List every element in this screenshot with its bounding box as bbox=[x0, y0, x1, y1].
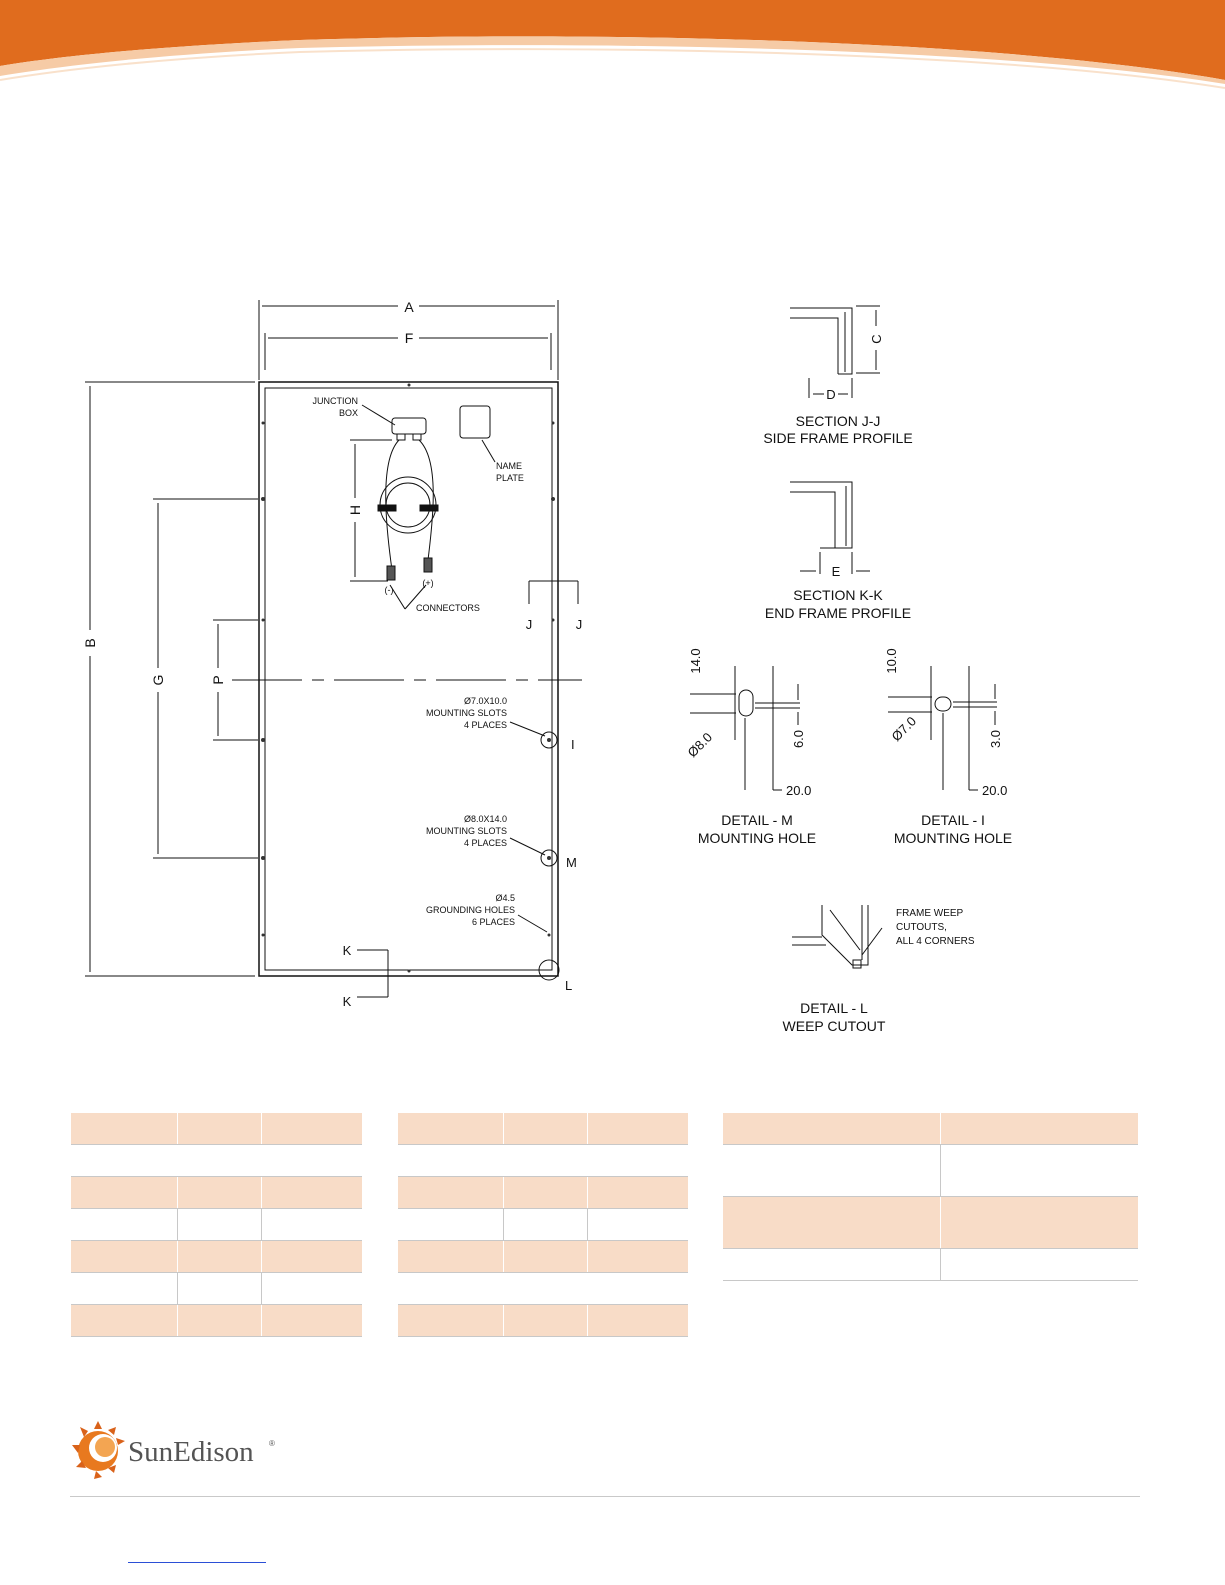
dimension-table-1 bbox=[71, 1113, 362, 1337]
grounding-label-2: GROUNDING HOLES bbox=[426, 905, 515, 915]
dim-b-label: B bbox=[82, 638, 98, 647]
section-kk-title-2: END FRAME PROFILE bbox=[765, 605, 911, 621]
table-row bbox=[71, 1240, 362, 1273]
sun-logo-icon bbox=[72, 1421, 125, 1479]
table-row bbox=[398, 1176, 688, 1209]
dim-c-label: C bbox=[869, 334, 884, 343]
dim-p-label: P bbox=[210, 675, 226, 684]
connectors-label: CONNECTORS bbox=[416, 603, 480, 613]
callout-l: L bbox=[565, 978, 572, 993]
section-jj-title-2: SIDE FRAME PROFILE bbox=[763, 430, 912, 446]
dim-f-label: F bbox=[405, 330, 414, 346]
table-row bbox=[398, 1208, 688, 1241]
table-row bbox=[71, 1208, 362, 1241]
table-row bbox=[723, 1113, 1138, 1145]
table-row bbox=[71, 1272, 362, 1305]
dim-a-label: A bbox=[404, 299, 414, 315]
detail-l-title-1: DETAIL - L bbox=[800, 1000, 868, 1016]
callout-i: I bbox=[571, 737, 575, 752]
table-row bbox=[71, 1176, 362, 1209]
table-row bbox=[398, 1304, 688, 1337]
section-j-left: J bbox=[526, 617, 533, 632]
slots-i-label-3: 4 PLACES bbox=[464, 720, 507, 730]
table-row bbox=[71, 1304, 362, 1337]
table-row bbox=[398, 1272, 688, 1305]
brand-name: SunEdison bbox=[128, 1436, 254, 1468]
section-k-bottom: K bbox=[343, 994, 352, 1009]
table-row bbox=[71, 1144, 362, 1177]
slots-m-label-3: 4 PLACES bbox=[464, 838, 507, 848]
detail-i-title-2: MOUNTING HOLE bbox=[894, 830, 1012, 846]
technical-drawing: A F B G P H JUNCTION BOX NAME PLATE (-) … bbox=[82, 299, 1012, 1034]
detail-i-diameter: Ø7.0 bbox=[889, 714, 920, 745]
detail-m-side-dim: 6.0 bbox=[791, 730, 806, 748]
table-row bbox=[723, 1144, 1138, 1197]
section-k-top: K bbox=[343, 943, 352, 958]
footer-divider bbox=[70, 1496, 1140, 1497]
weep-note-2: CUTOUTS, bbox=[896, 922, 947, 933]
detail-m-title-2: MOUNTING HOLE bbox=[698, 830, 816, 846]
polarity-negative: (-) bbox=[385, 585, 394, 595]
footer-link[interactable] bbox=[128, 1550, 266, 1563]
dim-h-label: H bbox=[347, 505, 363, 515]
section-j-right: J bbox=[576, 617, 583, 632]
sunedison-logo: SunEdison ® bbox=[72, 1421, 275, 1479]
spec-table bbox=[723, 1113, 1138, 1281]
table-row bbox=[71, 1113, 362, 1145]
name-plate-label-1: NAME bbox=[496, 461, 522, 471]
section-kk-title-1: SECTION K-K bbox=[793, 587, 883, 603]
grounding-label-3: 6 PLACES bbox=[472, 917, 515, 927]
detail-i-side-dim: 3.0 bbox=[988, 730, 1003, 748]
table-row bbox=[398, 1240, 688, 1273]
slots-m-label-2: MOUNTING SLOTS bbox=[426, 826, 507, 836]
slots-i-label-2: MOUNTING SLOTS bbox=[426, 708, 507, 718]
callout-m: M bbox=[566, 855, 577, 870]
grounding-label-1: Ø4.5 bbox=[495, 893, 515, 903]
dim-e-label: E bbox=[832, 564, 841, 579]
table-row bbox=[398, 1113, 688, 1145]
dim-g-label: G bbox=[150, 675, 166, 686]
detail-i-top-dim: 10.0 bbox=[884, 648, 899, 673]
detail-i-bottom-dim: 20.0 bbox=[982, 783, 1007, 798]
detail-l-title-2: WEEP CUTOUT bbox=[783, 1018, 886, 1034]
polarity-positive: (+) bbox=[422, 578, 433, 588]
detail-m-top-dim: 14.0 bbox=[688, 648, 703, 673]
detail-m-bottom-dim: 20.0 bbox=[786, 783, 811, 798]
table-row bbox=[723, 1196, 1138, 1249]
weep-note-3: ALL 4 CORNERS bbox=[896, 936, 975, 947]
table-row bbox=[398, 1144, 688, 1177]
table-row bbox=[723, 1248, 1138, 1281]
junction-box-label-1: JUNCTION bbox=[313, 396, 359, 406]
junction-box-label-2: BOX bbox=[339, 408, 358, 418]
weep-note-1: FRAME WEEP bbox=[896, 908, 964, 919]
slots-i-label-1: Ø7.0X10.0 bbox=[464, 696, 507, 706]
detail-m-title-1: DETAIL - M bbox=[721, 812, 793, 828]
slots-m-label-1: Ø8.0X14.0 bbox=[464, 814, 507, 824]
dimension-table-2 bbox=[398, 1113, 688, 1337]
detail-i-title-1: DETAIL - I bbox=[921, 812, 985, 828]
header-band bbox=[0, 0, 1225, 89]
detail-m-diameter: Ø8.0 bbox=[685, 730, 716, 761]
dim-d-label: D bbox=[826, 387, 835, 402]
section-jj-title-1: SECTION J-J bbox=[796, 413, 881, 429]
brand-registered-mark: ® bbox=[269, 1439, 275, 1448]
name-plate-label-2: PLATE bbox=[496, 473, 524, 483]
